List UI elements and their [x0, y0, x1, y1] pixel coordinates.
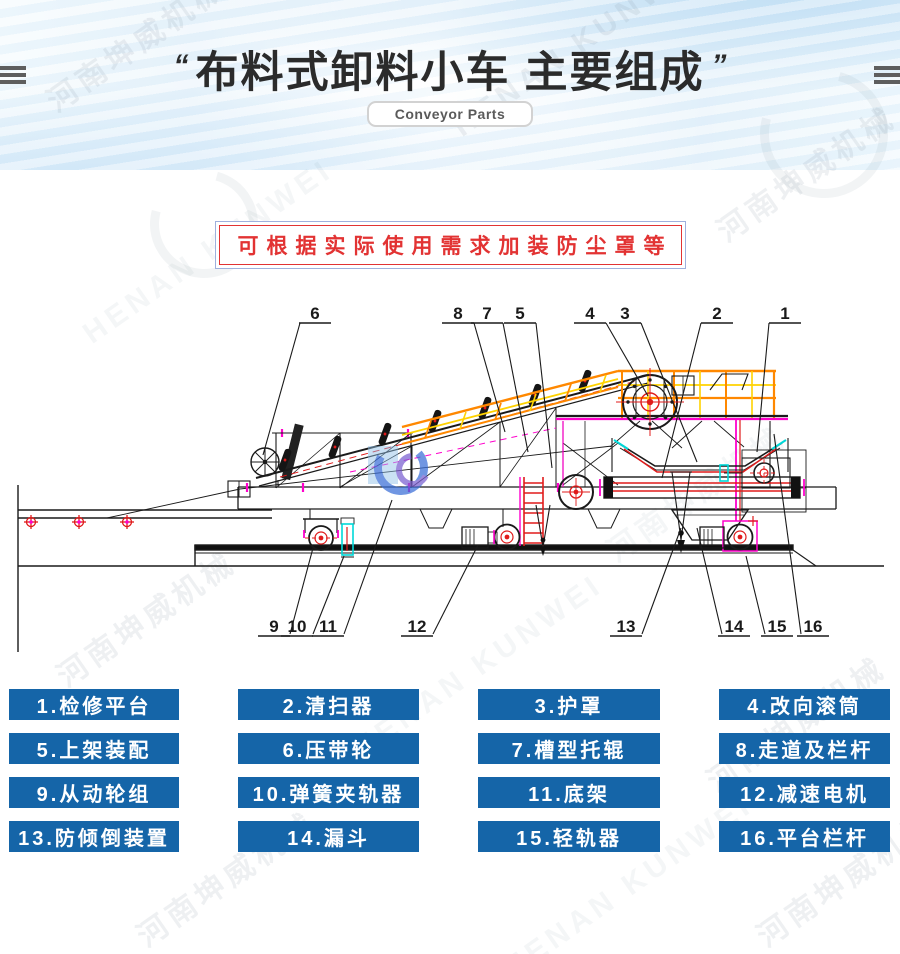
- right-geared-motor: [719, 457, 791, 489]
- callout-6: 6: [310, 304, 319, 323]
- legend-item-6: 6.压带轮: [238, 733, 419, 764]
- legend-grid: 1.检修平台 2.清扫器 3.护罩 4.改向滚筒 5.上架装配 6.压带轮 7.…: [9, 689, 891, 852]
- left-drive-unit: [461, 523, 521, 551]
- rail-clamp: [340, 517, 355, 558]
- technical-drawing: 6 8 7 5 4 3 2 1 9 10 11 12 13 14 15 16: [17, 304, 884, 652]
- callout-2: 2: [712, 304, 721, 323]
- trough-rollers: [278, 369, 592, 472]
- close-quote-mark: ”: [711, 49, 727, 82]
- legend-item-14: 14.漏斗: [238, 821, 419, 852]
- callout-1: 1: [780, 304, 789, 323]
- right-drive-unit: [699, 516, 758, 552]
- callout-5: 5: [515, 304, 524, 323]
- ground-rails: [17, 485, 884, 652]
- tail-pressure-wheel: [250, 423, 304, 481]
- legend-item-10: 10.弹簧夹轨器: [238, 777, 419, 808]
- deco-lines-left: [0, 63, 26, 87]
- callout-underlines: [258, 322, 829, 637]
- callout-leaders: [262, 322, 802, 635]
- anti-tip-devices: [535, 471, 692, 556]
- legend-item-4: 4.改向滚筒: [719, 689, 890, 720]
- deco-lines-right: [874, 63, 900, 87]
- walkway-railing: [401, 369, 788, 445]
- trough-idler-assembly: [611, 438, 789, 473]
- callout-8: 8: [453, 304, 462, 323]
- callout-12: 12: [408, 617, 427, 636]
- logo-watermark: [368, 441, 430, 495]
- callout-7: 7: [482, 304, 491, 323]
- incline-conveyor: [255, 374, 649, 488]
- callout-4: 4: [585, 304, 595, 323]
- callout-13: 13: [617, 617, 636, 636]
- callout-15: 15: [768, 617, 787, 636]
- legend-item-12: 12.减速电机: [719, 777, 890, 808]
- banner-background: [0, 0, 900, 170]
- callout-numbers: 6 8 7 5 4 3 2 1 9 10 11 12 13 14 15 16: [269, 304, 822, 636]
- callout-3: 3: [620, 304, 629, 323]
- notice-box: 可根据实际使用需求加装防尘罩等: [214, 221, 686, 269]
- discharge-drum: [599, 476, 805, 499]
- legend-item-9: 9.从动轮组: [9, 777, 179, 808]
- legend-item-2: 2.清扫器: [238, 689, 419, 720]
- legend-item-16: 16.平台栏杆: [719, 821, 890, 852]
- track-markers: [24, 515, 134, 529]
- callout-14: 14: [725, 617, 744, 636]
- idler-wheel-bogie: [303, 518, 339, 551]
- legend-item-13: 13.防倾倒装置: [9, 821, 179, 852]
- callout-9: 9: [269, 617, 278, 636]
- legend-item-7: 7.槽型托辊: [478, 733, 660, 764]
- head-pulley: [616, 368, 684, 436]
- legend-item-8: 8.走道及栏杆: [719, 733, 890, 764]
- legend-item-15: 15.轻轨器: [478, 821, 660, 852]
- page-title: 布料式卸料小车 主要组成: [195, 49, 705, 97]
- callout-11: 11: [319, 617, 337, 636]
- legend-item-1: 1.检修平台: [9, 689, 179, 720]
- legend-item-5: 5.上架装配: [9, 733, 179, 764]
- legend-item-3: 3.护罩: [478, 689, 660, 720]
- notice-text: 可根据实际使用需求加装防尘罩等: [218, 225, 682, 265]
- callout-10: 10: [288, 617, 307, 636]
- open-quote-mark: “: [173, 49, 189, 82]
- snub-pulley: [558, 474, 594, 510]
- callout-16: 16: [804, 617, 823, 636]
- legend-item-11: 11.底架: [478, 777, 660, 808]
- subtitle-badge: Conveyor Parts: [366, 101, 534, 127]
